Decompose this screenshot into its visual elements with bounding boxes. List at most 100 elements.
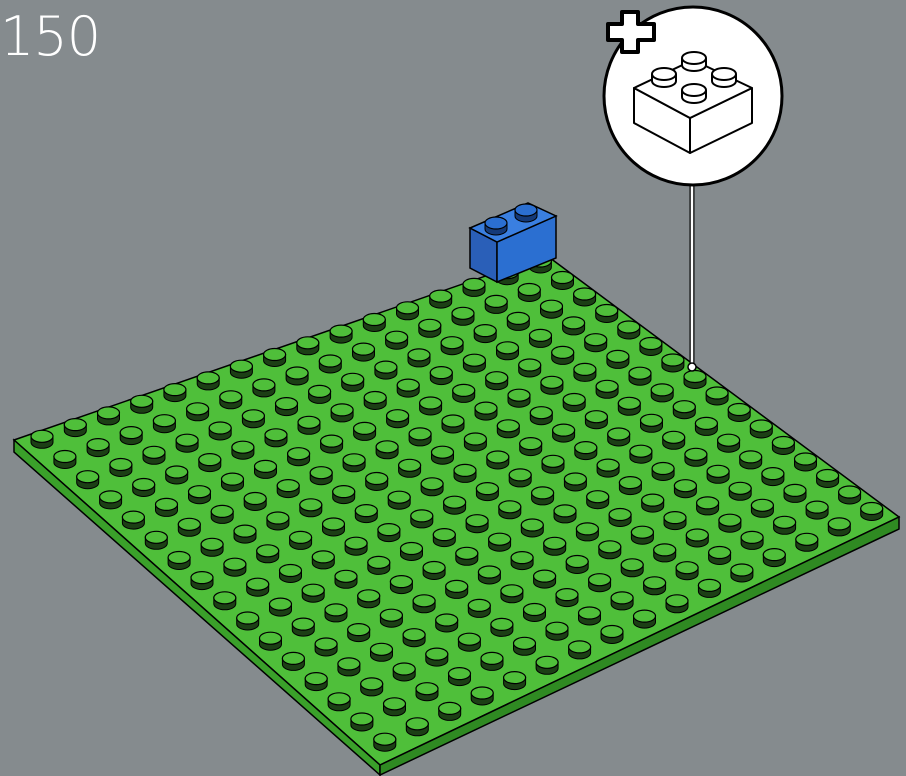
baseplate-stud	[297, 337, 319, 355]
baseplate-stud	[288, 448, 310, 466]
baseplate-stud	[444, 496, 466, 514]
baseplate-stud	[361, 678, 383, 696]
baseplate-stud	[519, 359, 541, 377]
baseplate-stud	[413, 595, 435, 613]
baseplate-stud	[575, 442, 597, 460]
baseplate-stud	[406, 718, 428, 736]
baseplate-stud	[355, 505, 377, 523]
baseplate-stud	[514, 637, 536, 655]
baseplate-stud	[131, 395, 153, 413]
baseplate-stud	[378, 524, 400, 542]
baseplate-stud	[420, 397, 442, 415]
baseplate-stud	[87, 439, 109, 457]
baseplate-stud	[247, 578, 269, 596]
baseplate-stud	[408, 349, 430, 367]
baseplate-stud	[569, 641, 591, 659]
baseplate-stud	[110, 459, 132, 477]
baseplate-stud	[300, 499, 322, 517]
baseplate-stud	[553, 424, 575, 442]
baseplate-stud	[452, 307, 474, 325]
baseplate-stud	[315, 638, 337, 656]
baseplate-stud	[476, 483, 498, 501]
baseplate-stud	[321, 435, 343, 453]
baseplate-stud	[168, 552, 190, 570]
baseplate-stud	[579, 607, 601, 625]
baseplate-stud	[77, 471, 99, 489]
baseplate-stud	[481, 652, 503, 670]
baseplate-stud	[348, 624, 370, 642]
baseplate-stud	[676, 562, 698, 580]
baseplate-stud	[312, 551, 334, 569]
baseplate-stud	[762, 468, 784, 486]
baseplate-stud	[466, 515, 488, 533]
baseplate-stud	[244, 493, 266, 511]
baseplate-stud	[237, 612, 259, 630]
baseplate-stud	[214, 592, 236, 610]
baseplate-stud	[368, 556, 390, 574]
baseplate-stud	[828, 518, 850, 536]
baseplate-stud	[335, 570, 357, 588]
baseplate-stud	[475, 402, 497, 420]
baseplate-stud	[423, 562, 445, 580]
baseplate-stud	[719, 514, 741, 532]
baseplate-stud	[430, 367, 452, 385]
baseplate-stud	[501, 585, 523, 603]
baseplate-stud	[421, 478, 443, 496]
baseplate-stud	[664, 512, 686, 530]
baseplate-stud	[433, 529, 455, 547]
baseplate-stud	[541, 300, 563, 318]
baseplate-stud	[640, 338, 662, 356]
baseplate-stud	[652, 463, 674, 481]
baseplate-stud	[345, 537, 367, 555]
baseplate-stud	[574, 363, 596, 381]
baseplate-stud	[371, 643, 393, 661]
baseplate-stud	[685, 448, 707, 466]
baseplate-stud	[611, 592, 633, 610]
baseplate-stud	[286, 367, 308, 385]
baseplate-stud	[178, 518, 200, 536]
baseplate-stud	[156, 498, 178, 516]
baseplate-stud	[642, 494, 664, 512]
baseplate-stud	[199, 454, 221, 472]
baseplate-stud	[795, 453, 817, 471]
baseplate-stud	[98, 407, 120, 425]
baseplate-stud	[220, 391, 242, 409]
baseplate-stud	[31, 430, 53, 448]
baseplate-stud	[342, 373, 364, 391]
baseplate-stud	[176, 434, 198, 452]
baseplate-stud	[366, 473, 388, 491]
baseplate-stud	[750, 420, 772, 438]
baseplate-stud	[230, 360, 252, 378]
baseplate-stud	[707, 465, 729, 483]
baseplate-stud	[651, 384, 673, 402]
baseplate-stud	[354, 422, 376, 440]
baseplate-stud	[706, 387, 728, 405]
baseplate-stud	[601, 626, 623, 644]
baseplate-stud	[232, 441, 254, 459]
baseplate-stud	[566, 556, 588, 574]
baseplate-stud	[442, 415, 464, 433]
baseplate-stud	[292, 618, 314, 636]
baseplate-stud	[784, 484, 806, 502]
baseplate-stud	[731, 564, 753, 582]
baseplate-stud	[364, 392, 386, 410]
baseplate-stud	[471, 687, 493, 705]
baseplate-stud	[532, 487, 554, 505]
baseplate-stud	[209, 422, 231, 440]
baseplate-stud	[343, 454, 365, 472]
baseplate-stud	[796, 533, 818, 551]
baseplate-stud	[499, 501, 521, 519]
baseplate-stud	[587, 491, 609, 509]
callout-pointer	[688, 182, 696, 371]
baseplate-stud	[536, 656, 558, 674]
baseplate-stud	[817, 470, 839, 488]
baseplate-stud	[145, 531, 167, 549]
baseplate-stud	[333, 486, 355, 504]
baseplate-stud	[674, 480, 696, 498]
baseplate-stud	[374, 733, 396, 751]
baseplate-stud	[684, 371, 706, 389]
baseplate-stud	[446, 580, 468, 598]
baseplate-stud	[474, 325, 496, 343]
baseplate-stud	[542, 455, 564, 473]
